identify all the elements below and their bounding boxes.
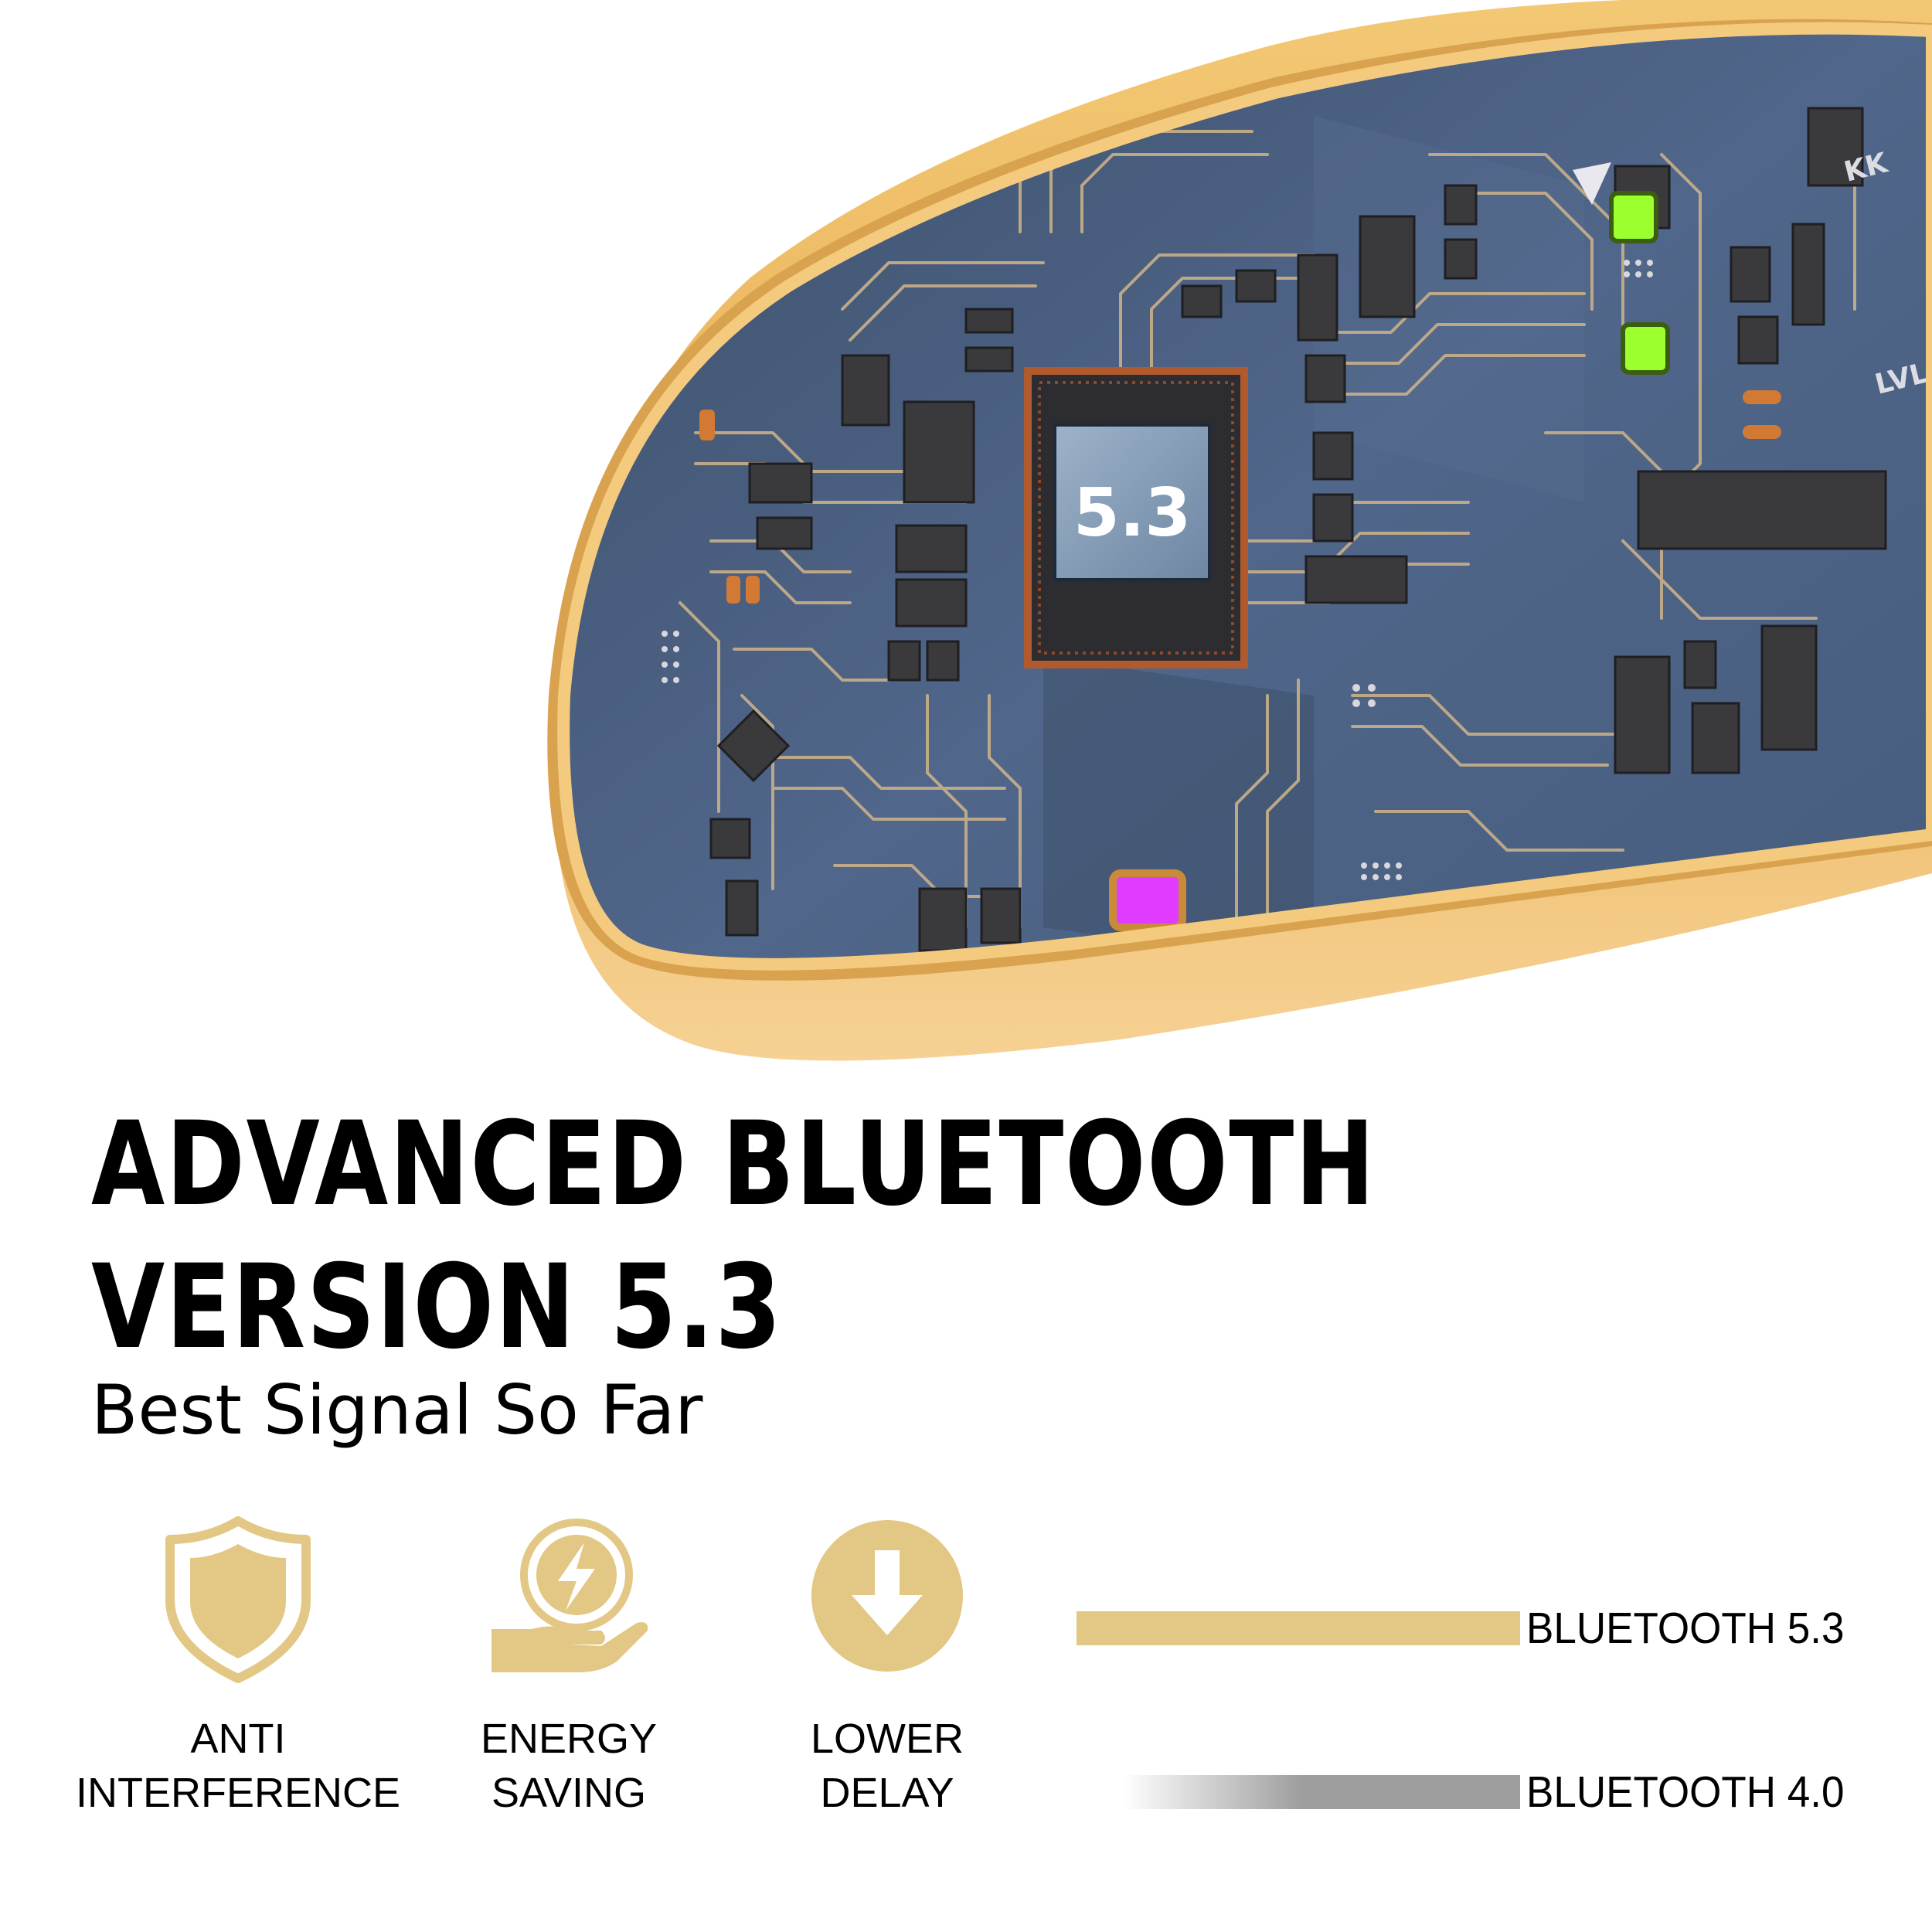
bluetooth-4-0-bar — [1123, 1775, 1520, 1809]
subheadline: Best Signal So Far — [91, 1370, 703, 1450]
chip-label: 5.3 — [1073, 474, 1191, 552]
resistors — [699, 390, 1781, 604]
feature-label-energy-saving: ENERGY SAVING — [480, 1716, 658, 1816]
feature-label-anti-interference: ANTI INTERFERENCE — [75, 1716, 401, 1816]
headline-line-2: VERSION 5.3 — [91, 1240, 783, 1375]
pad-array — [662, 260, 1653, 880]
bluetooth-chip: 5.3 — [1024, 367, 1248, 668]
triangle-marking-icon — [1573, 162, 1611, 205]
shield-icon — [165, 1516, 311, 1683]
status-led-green — [1609, 191, 1658, 243]
bluetooth-5-3-bar — [1077, 1611, 1520, 1645]
feature-anti-interference — [83, 1515, 393, 1685]
bluetooth-4-0-label: BLUETOOTH 4.0 — [1526, 1767, 1845, 1817]
energy-saving-icon — [492, 1519, 648, 1672]
circuit-board-illustration: 5.3 KK LVL — [547, 0, 1932, 1061]
bluetooth-5-3-label: BLUETOOTH 5.3 — [1526, 1604, 1845, 1653]
status-led-green — [1621, 322, 1670, 375]
arrow-down-icon — [811, 1520, 963, 1672]
headline: ADVANCED BLUETOOTH VERSION 5.3 — [91, 1094, 1376, 1379]
headline-line-1: ADVANCED BLUETOOTH — [91, 1097, 1376, 1232]
status-led-magenta — [1109, 869, 1186, 931]
feature-label-lower-delay: LOWER DELAY — [810, 1716, 964, 1816]
feature-energy-saving — [416, 1515, 725, 1685]
feature-lower-delay — [733, 1515, 1042, 1685]
